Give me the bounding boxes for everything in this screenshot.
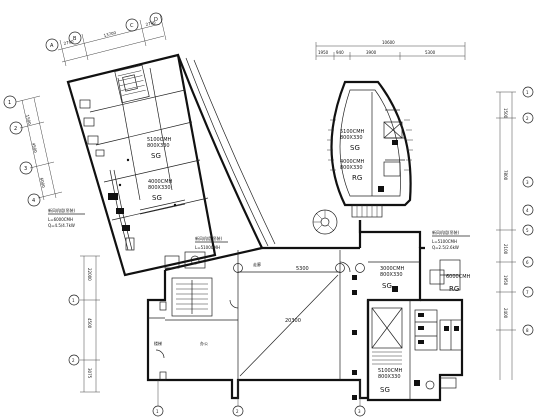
svg-text:8: 8: [526, 328, 529, 333]
svg-text:10600: 10600: [382, 40, 395, 45]
sg-right-mid-spec-1: 3000CMH: [380, 266, 405, 272]
rg-right-top-spec-1: 4000CMH: [340, 159, 365, 165]
sg-right-top-label: SG: [350, 144, 360, 152]
svg-text:3: 3: [24, 166, 27, 172]
svg-text:5300: 5300: [425, 50, 436, 55]
rg-right-top-label: RG: [352, 174, 362, 182]
svg-text:2: 2: [14, 126, 17, 132]
svg-text:2700: 2700: [145, 20, 157, 27]
sg-left-upper-spec-2: 800X330: [147, 143, 170, 149]
ahu-mid-spec-1: L=5100CMH: [195, 245, 220, 250]
sg-right-top-spec-2: 800X330: [340, 135, 363, 141]
svg-text:2: 2: [236, 409, 239, 414]
left-dimensions: 22000 4500 3075: [80, 255, 100, 393]
sg-right-mid-label: SG: [382, 282, 392, 290]
svg-text:3075: 3075: [87, 368, 92, 379]
svg-text:1500: 1500: [503, 108, 508, 119]
top-tilted-dimensions: 2700 13700 2700: [57, 13, 167, 67]
right-bubbles: 1 2 3 4 5 6 7 8: [522, 86, 534, 336]
ahu-left-spec-2: Q=4.5/4.7kW: [48, 223, 75, 228]
rg-right-mid-label: RG: [449, 285, 459, 293]
sg-right-bottom-spec-1: 5100CMH: [378, 368, 403, 374]
ahu-right-spec-2: Q=2.5/2.6kW: [432, 245, 459, 250]
sg-left-lower-spec-2: 800X330: [148, 185, 171, 191]
right-lower-block: [358, 220, 464, 402]
ahu-right-title: 新风机组(吊装): [432, 229, 460, 235]
svg-text:2: 2: [72, 358, 75, 363]
svg-text:A: A: [50, 43, 54, 49]
curved-facade: [176, 54, 263, 249]
sg-left-lower-spec-1: 4000CMH: [148, 179, 173, 185]
svg-text:1500: 1500: [25, 114, 32, 125]
svg-text:7: 7: [526, 290, 529, 295]
stair-top: [114, 64, 150, 104]
stair-lower-left: [171, 277, 213, 317]
svg-text:3: 3: [358, 409, 361, 414]
elevator-core: [371, 307, 403, 349]
rg-right-mid-spec-1: 6000CMH: [446, 274, 471, 280]
ahu-left-title: 新风机组(吊装): [48, 207, 76, 213]
svg-text:1950: 1950: [503, 275, 508, 286]
room-corridor: 走廊: [253, 261, 261, 267]
left-bubbles: 1 2: [68, 294, 80, 366]
room-stair: 楼梯: [154, 340, 162, 346]
sg-left-lower-label: SG: [152, 194, 162, 202]
svg-text:13700: 13700: [103, 30, 117, 38]
top-right-dimensions: 10600 1950 940 3900 5300: [315, 40, 466, 60]
oval-tower-outline: [330, 80, 412, 207]
svg-text:4500: 4500: [87, 318, 92, 329]
duct-a-dim: 5300: [296, 266, 309, 272]
svg-text:1950: 1950: [318, 50, 329, 55]
sg-right-bottom-label: SG: [380, 386, 390, 394]
svg-text:2100: 2100: [503, 244, 508, 255]
svg-text:1: 1: [72, 298, 75, 303]
ahu-mid-title: 新风机组(吊装): [195, 235, 223, 241]
svg-text:4: 4: [32, 198, 35, 204]
svg-text:D: D: [154, 17, 158, 23]
svg-text:2: 2: [526, 116, 529, 121]
svg-text:3900: 3900: [366, 50, 377, 55]
sg-left-upper-spec-1: 5100CMH: [147, 137, 172, 143]
svg-text:4500: 4500: [31, 142, 38, 153]
svg-text:3: 3: [526, 180, 529, 185]
left-tilted-dimensions: 1500 4500 6000: [15, 95, 63, 201]
svg-text:1: 1: [8, 100, 11, 106]
svg-text:2400: 2400: [503, 308, 508, 319]
left-wing: [66, 53, 217, 277]
svg-text:7800: 7800: [503, 170, 508, 181]
top-tilted-bubbles: A B C D: [45, 12, 163, 52]
left-tilted-bubbles: 1 2 3 4: [3, 95, 41, 207]
right-tower: [312, 80, 413, 235]
room-office: 办公: [200, 340, 208, 346]
svg-text:22000: 22000: [87, 268, 92, 281]
svg-text:4: 4: [526, 208, 529, 213]
svg-text:940: 940: [336, 50, 344, 55]
svg-text:2700: 2700: [63, 39, 75, 46]
left-wing-outline: [66, 53, 217, 277]
svg-text:1: 1: [156, 409, 159, 414]
svg-text:6: 6: [526, 260, 529, 265]
sg-right-mid-spec-2: 800X330: [380, 272, 403, 278]
bottom-bubbles: 1 2 3: [152, 380, 366, 417]
rg-right-top-spec-2: 800X330: [340, 165, 363, 171]
right-dimensions: 1500 7800 2100 1950 2400: [496, 91, 516, 380]
svg-text:6000: 6000: [39, 177, 46, 188]
area-mid-label: 20300: [285, 318, 301, 324]
svg-text:5: 5: [526, 228, 529, 233]
sg-left-upper-label: SG: [151, 152, 161, 160]
svg-text:1: 1: [526, 90, 529, 95]
ahu-right-spec-1: L=5100CMH: [432, 239, 457, 244]
svg-text:B: B: [73, 36, 77, 42]
sg-right-top-spec-1: 5100CMH: [340, 129, 365, 135]
ahu-left-spec-1: L=6000CMH: [48, 217, 73, 222]
svg-text:C: C: [130, 23, 134, 29]
sg-right-bottom-spec-2: 800X330: [378, 374, 401, 380]
